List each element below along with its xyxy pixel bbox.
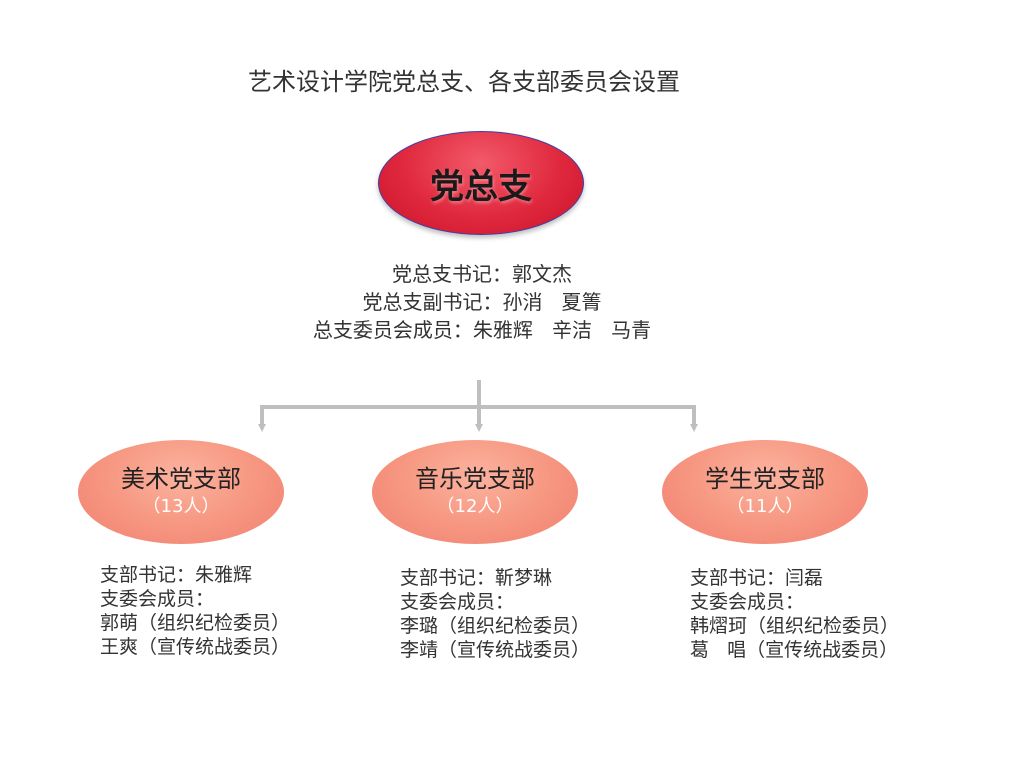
student-branch-info: 支部书记：闫磊 支委会成员： 韩熠珂（组织纪检委员） 葛 唱（宣传统战委员） bbox=[690, 566, 899, 662]
art-branch-secretary: 支部书记：朱雅辉 bbox=[100, 564, 253, 586]
art-branch-member: 王爽（宣传统战委员） bbox=[100, 636, 291, 658]
music-branch-node: 音乐党支部 （12人） bbox=[372, 440, 578, 544]
art-branch-committee-heading: 支委会成员： bbox=[100, 588, 215, 610]
art-branch-name: 美术党支部 bbox=[121, 465, 241, 493]
music-branch-member: 李靖（宣传统战委员） bbox=[400, 639, 591, 661]
party-general-branch-node: 党总支 bbox=[378, 131, 584, 235]
art-branch-info: 支部书记：朱雅辉 支委会成员： 郭萌（组织纪检委员） 王爽（宣传统战委员） bbox=[100, 563, 290, 659]
music-branch-name: 音乐党支部 bbox=[415, 465, 535, 493]
student-branch-node: 学生党支部 （11人） bbox=[662, 440, 868, 544]
general-secretary-line: 党总支书记：郭文杰 bbox=[392, 262, 572, 286]
party-general-branch-label: 党总支 bbox=[430, 166, 532, 207]
party-general-branch-info: 党总支书记：郭文杰 党总支副书记：孙消 夏箐 总支委员会成员：朱雅辉 辛洁 马青 bbox=[240, 260, 724, 344]
student-branch-secretary: 支部书记：闫磊 bbox=[690, 567, 824, 589]
music-branch-member: 李璐（组织纪检委员） bbox=[400, 615, 591, 637]
student-branch-member: 韩熠珂（组织纪检委员） bbox=[690, 615, 900, 637]
deputy-secretary-line: 党总支副书记：孙消 夏箐 bbox=[362, 290, 602, 314]
music-branch-info: 支部书记：靳梦琳 支委会成员： 李璐（组织纪检委员） 李靖（宣传统战委员） bbox=[400, 566, 590, 662]
music-branch-secretary: 支部书记：靳梦琳 bbox=[400, 567, 553, 589]
student-branch-committee-heading: 支委会成员： bbox=[690, 591, 805, 613]
music-branch-committee-heading: 支委会成员： bbox=[400, 591, 515, 613]
page-title: 艺术设计学院党总支、各支部委员会设置 bbox=[248, 68, 680, 96]
art-branch-count: （13人） bbox=[142, 496, 220, 517]
student-branch-name: 学生党支部 bbox=[705, 465, 825, 493]
student-branch-member: 葛 唱（宣传统战委员） bbox=[690, 639, 899, 661]
music-branch-count: （12人） bbox=[436, 496, 514, 517]
art-branch-member: 郭萌（组织纪检委员） bbox=[100, 612, 291, 634]
committee-members-line: 总支委员会成员：朱雅辉 辛洁 马青 bbox=[312, 318, 652, 342]
art-branch-node: 美术党支部 （13人） bbox=[78, 440, 284, 544]
student-branch-count: （11人） bbox=[726, 496, 804, 517]
